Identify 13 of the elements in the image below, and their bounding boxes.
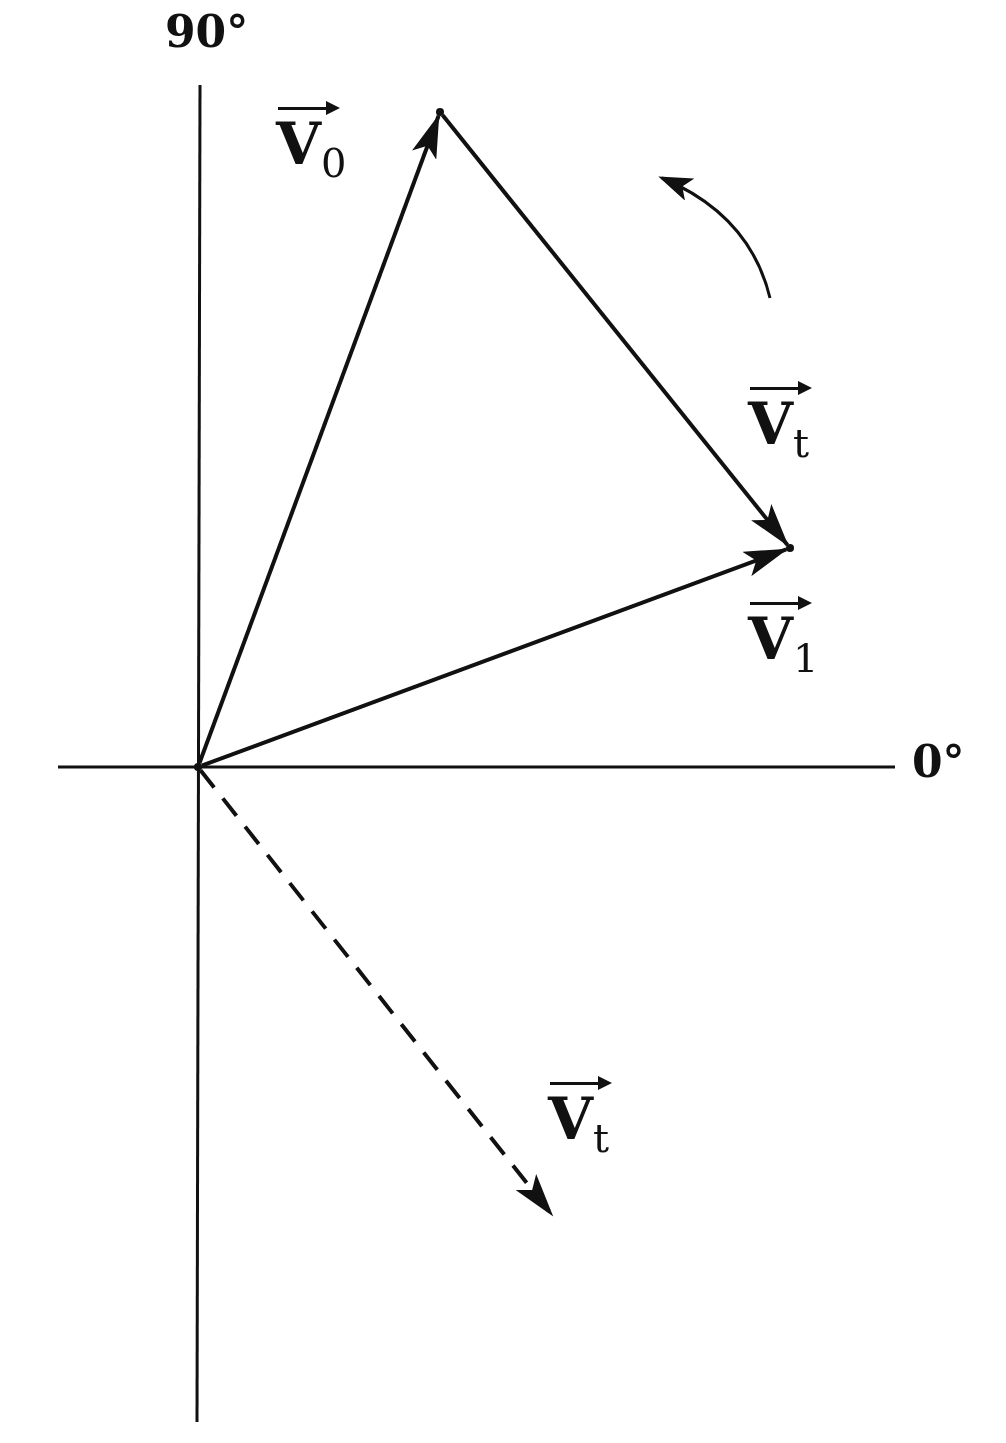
- vector-label: V$_{t}$: [748, 379, 810, 463]
- axis-label: 90°: [165, 10, 249, 54]
- vector-arrow: [197, 113, 441, 764]
- vector-point: [194, 763, 202, 771]
- vector-arrow: [440, 113, 790, 547]
- vector-arrow: [201, 547, 789, 768]
- vector-label: V$_{1}$: [748, 594, 819, 678]
- vector-label: V$_{0}$: [276, 99, 347, 183]
- vector-point: [436, 108, 444, 116]
- vector-label: V$_{t}$: [548, 1074, 610, 1158]
- axis-label: 0°: [912, 740, 965, 784]
- vector-point: [786, 544, 794, 552]
- vector-arrow: [198, 768, 554, 1217]
